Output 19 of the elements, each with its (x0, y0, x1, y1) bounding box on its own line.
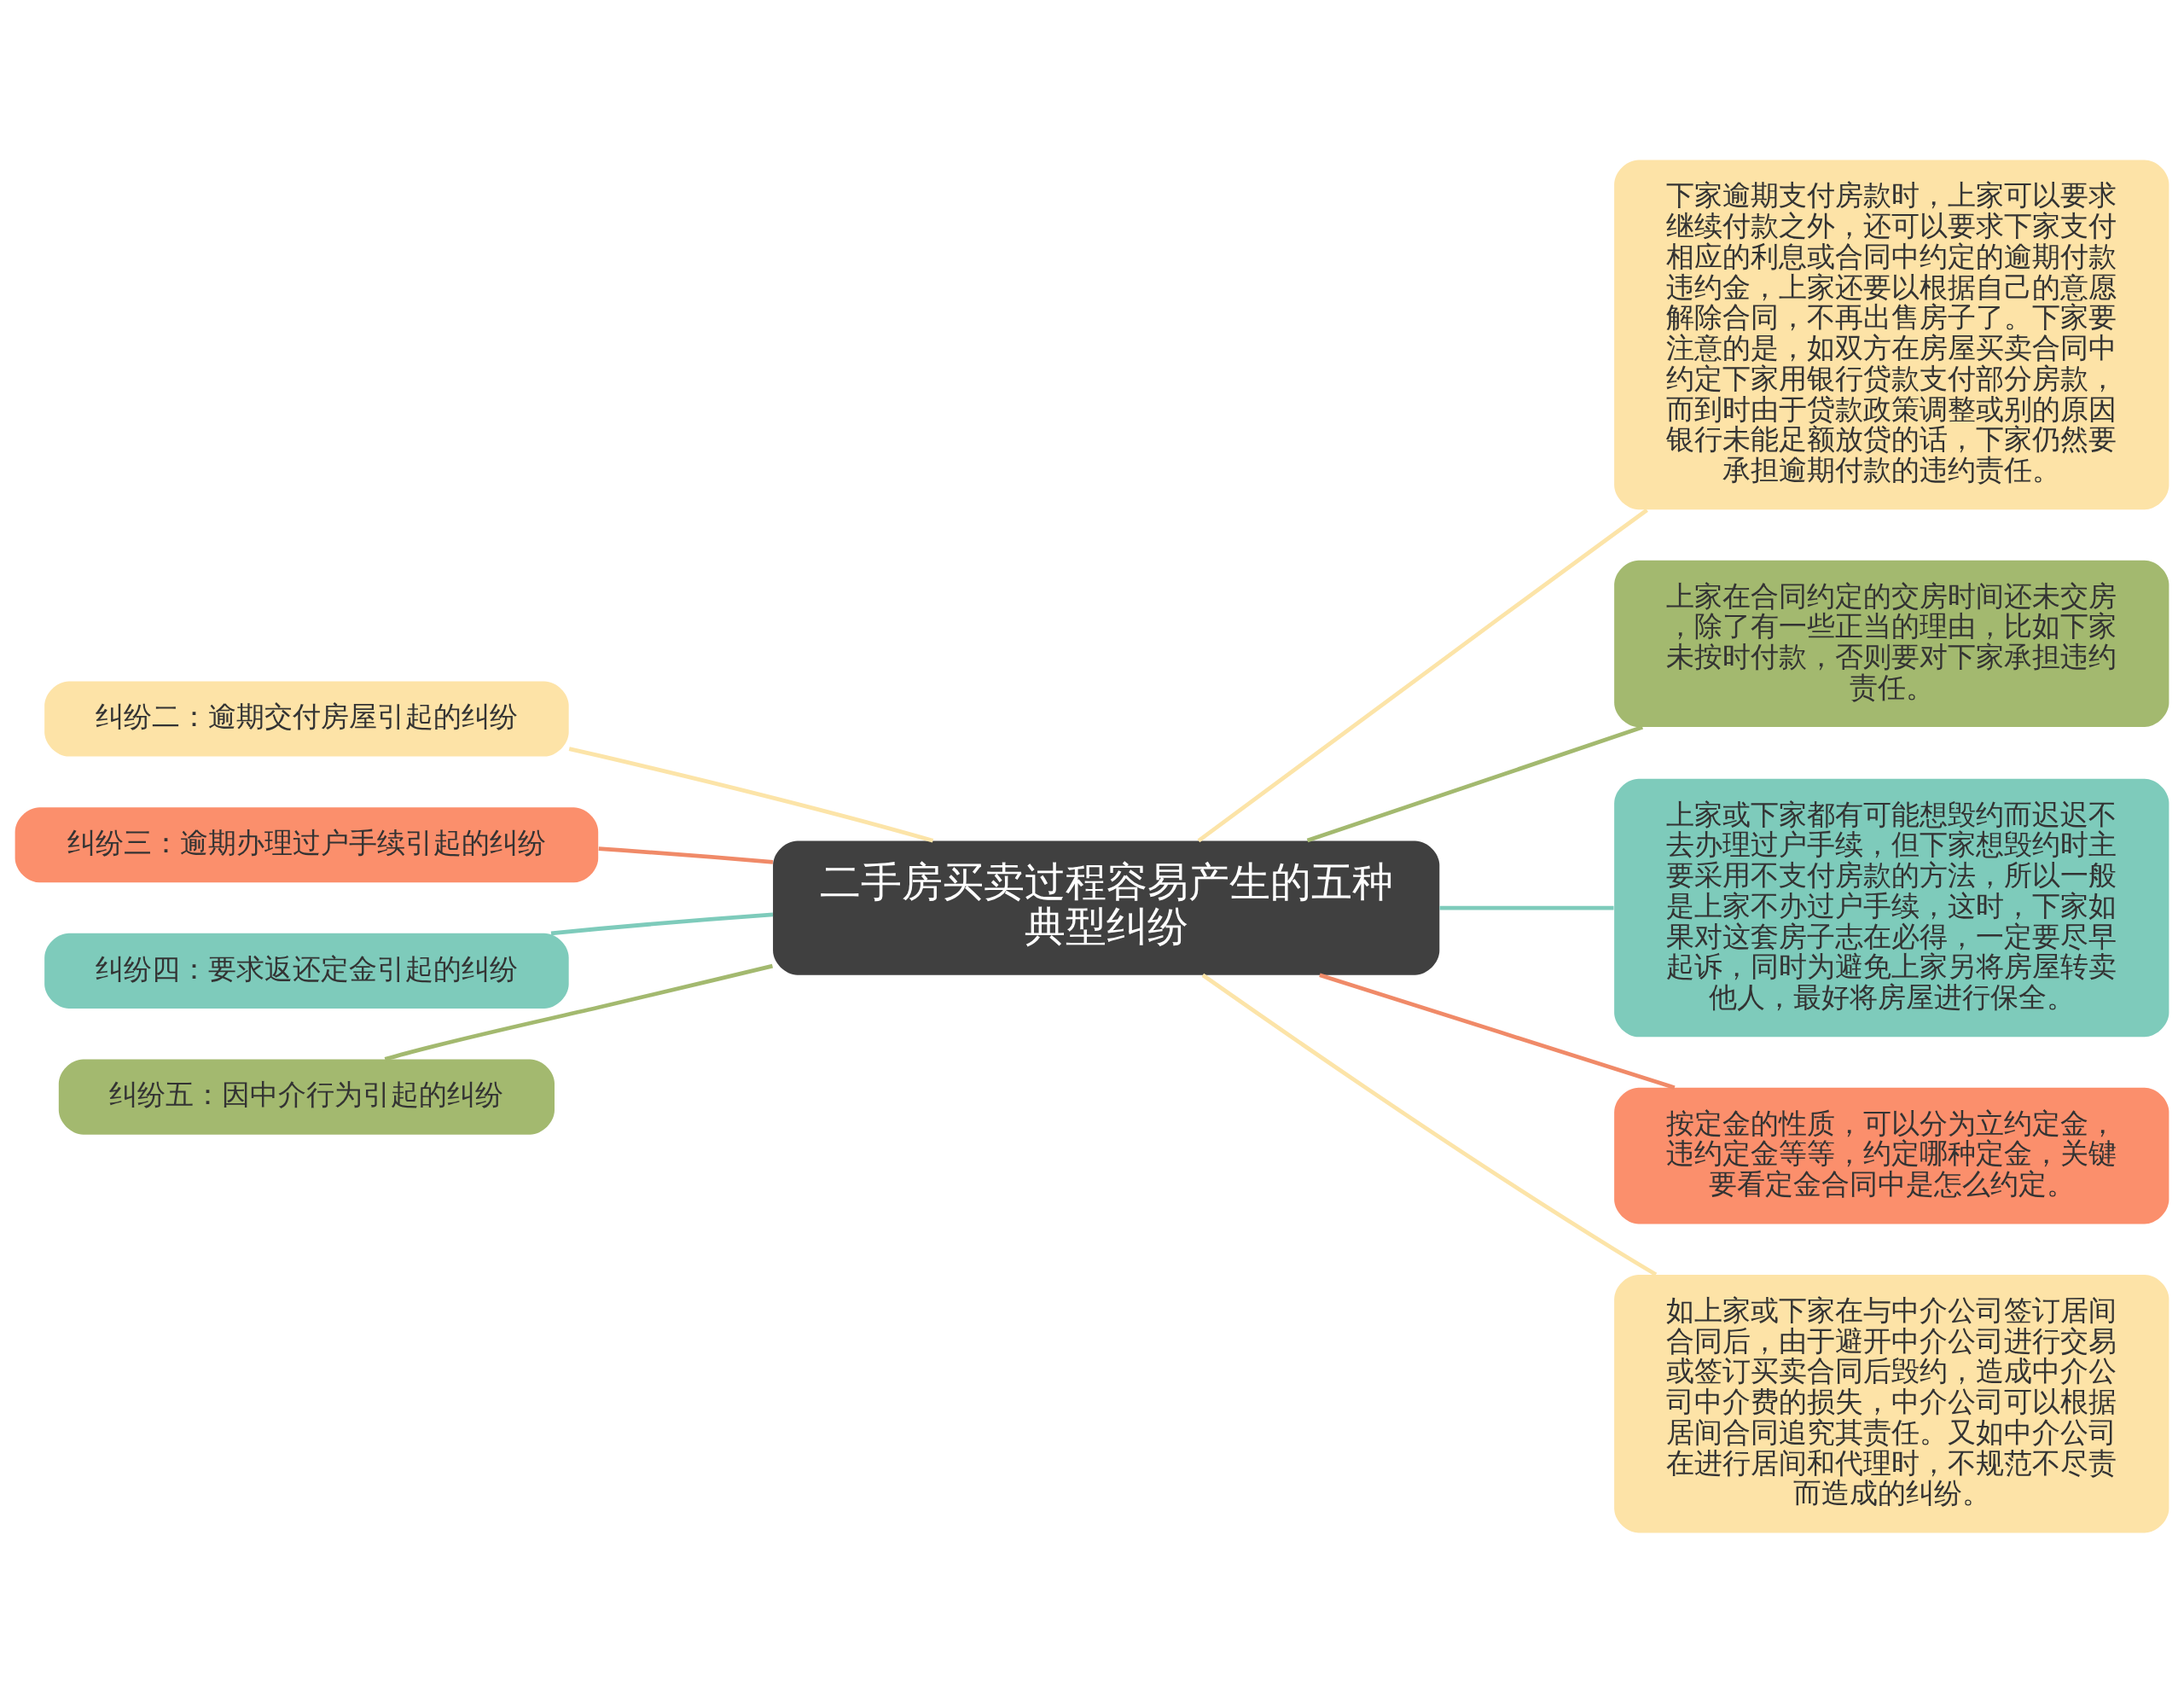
connector (1319, 972, 1676, 1090)
connector (550, 912, 774, 935)
node-box: 纠纷五：因中介行为引起的纠纷 (58, 1059, 555, 1135)
node-box: 上家或下家都有可能想毁约而迟迟不去办理过户手续，但下家想毁约时主要采用不支付房款的方法，所以一般是上家不办过户手续，这时，下家如果对这套房子志在必得，一定要尽早起诉，同时为避免上家另将房屋转卖他人，最好将房屋进行保全。 (1614, 778, 2169, 1037)
node-box: 二手房买卖过程容易产生的五种典型纠纷 (773, 840, 1440, 975)
node-box: 纠纷二：逾期交付房屋引起的纠纷 (44, 680, 569, 757)
connector (1201, 973, 1658, 1276)
node-box: 按定金的性质，可以分为立约定金，违约定金等等，约定哪种定金，关键要看定金合同中是怎么约定。 (1614, 1087, 2169, 1224)
node-box: 上家在合同约定的交房时间还未交房，除了有一些正当的理由，比如下家未按时付款，否则要对下家承担违约责任。 (1614, 560, 2169, 727)
connector (568, 746, 934, 843)
connector (1197, 508, 1648, 842)
node-box: 纠纷三：逾期办理过户手续引起的纠纷 (15, 806, 599, 882)
node-box: 纠纷四：要求返还定金引起的纠纷 (44, 933, 569, 1009)
node-box: 下家逾期支付房款时，上家可以要求继续付款之外，还可以要求下家支付相应的利息或合同中约定的逾期付款违约金，上家还要以根据自己的意愿解除合同，不再出售房子了。下家要注意的是，如双方在房屋买卖合同中约定下家用银行贷款支付部分房款，而到时由于贷款政策调整或别的原因银行未能足额放贷的话，下家仍然要承担逾期付款的违约责任。 (1614, 160, 2169, 509)
connector (598, 846, 774, 864)
connector (384, 963, 774, 1061)
node-box: 如上家或下家在与中介公司签订居间合同后，由于避开中介公司进行交易或签订买卖合同后毁约，造成中介公司中介费的损失，中介公司可以根据居间合同追究其责任。又如中介公司在进行居间和代理时，不规范不尽责而造成的纠纷。 (1614, 1274, 2169, 1532)
connector (1439, 905, 1614, 910)
connector (1306, 724, 1644, 842)
